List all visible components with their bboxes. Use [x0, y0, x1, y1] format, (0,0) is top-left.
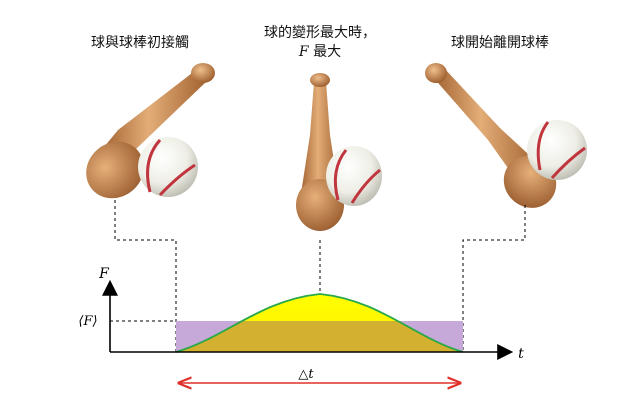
caption-max-deformation: 球的變形最大時， F 最大: [245, 24, 395, 62]
bat-first-contact: [86, 63, 215, 199]
x-axis-label: t: [518, 346, 524, 362]
ball-max-deformation: [326, 146, 382, 206]
force-time-graph: F t ⟨F⟩ △t: [78, 266, 524, 383]
average-force-label: ⟨F⟩: [78, 314, 97, 329]
ball-first-contact: [138, 137, 198, 197]
connector-first-contact: [114, 200, 177, 352]
ball-leave: [527, 120, 587, 180]
duration-label: △t: [298, 367, 314, 382]
bat-ball-leave: [425, 63, 587, 208]
bat-ball-first-contact: [86, 63, 215, 199]
caption-first-contact: 球與球棒初接觸: [91, 35, 189, 51]
connector-leave: [462, 205, 526, 352]
caption-max-deformation-line2: F 最大: [245, 43, 395, 62]
force-curve: [175, 293, 464, 353]
caption-f-max-text: 最大: [308, 44, 342, 60]
caption-max-deformation-line1: 球的變形最大時，: [264, 25, 376, 41]
bat-max-deformation: [296, 73, 344, 231]
force-area-lower: [176, 321, 463, 352]
bat-ball-max-deformation: [296, 73, 382, 231]
y-axis-label: F: [98, 266, 110, 282]
caption-f-symbol: F: [298, 44, 309, 60]
dashed-connectors: [110, 200, 526, 352]
caption-leave-bat: 球開始離開球棒: [451, 35, 549, 51]
